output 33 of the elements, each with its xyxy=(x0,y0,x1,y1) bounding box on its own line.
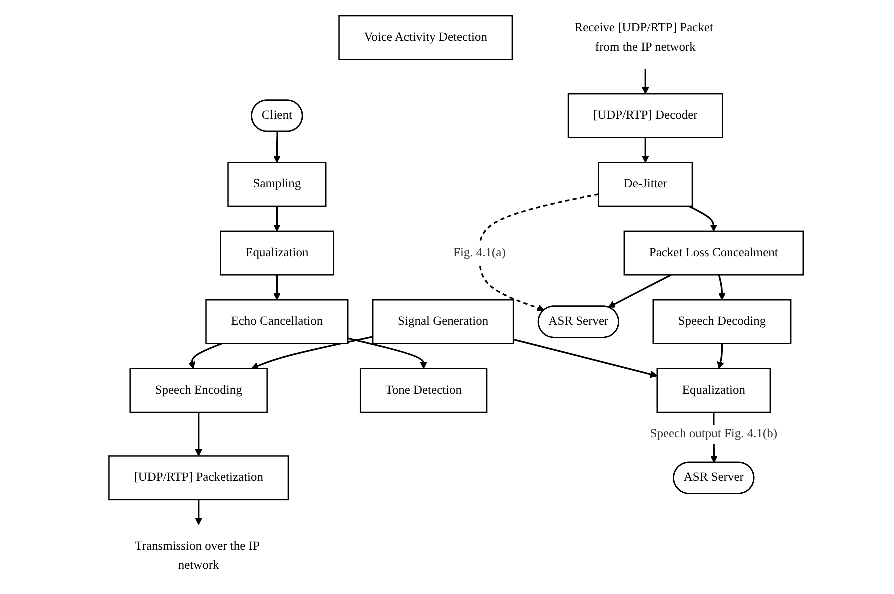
node-text: Receive [UDP/RTP] Packet from the IP network xyxy=(574,22,714,54)
arrow xyxy=(195,500,202,526)
node-box: Speech Encoding xyxy=(130,368,268,414)
arrow xyxy=(642,69,650,94)
arrow xyxy=(718,274,726,300)
arrow xyxy=(274,132,281,164)
edge-label: Speech output Fig. 4.1(b) xyxy=(650,427,778,441)
node-box: [UDP/RTP] Decoder xyxy=(568,93,724,138)
arrow xyxy=(688,206,718,232)
arrow xyxy=(642,138,650,164)
node-box: De-Jitter xyxy=(598,162,694,208)
arrow xyxy=(188,343,222,370)
arrow xyxy=(513,338,658,378)
node-box: Tone Detection xyxy=(360,368,488,414)
arrow xyxy=(717,344,724,370)
arrow xyxy=(608,274,672,308)
arrow xyxy=(274,275,281,300)
arrow xyxy=(274,206,281,232)
node-box: Signal Generation xyxy=(372,300,514,344)
node-box: Equalization xyxy=(220,230,334,276)
node-box: Echo Cancellation xyxy=(206,300,349,344)
node-box: Equalization xyxy=(656,368,772,414)
node-text: Transmission over the IP network xyxy=(135,540,260,572)
node-box: Speech Decoding xyxy=(652,300,792,344)
edge-label: Fig. 4.1(a) xyxy=(454,246,506,260)
node-box: [UDP/RTP] Packetization xyxy=(108,456,290,501)
node-box: Packet Loss Concealment xyxy=(624,230,804,276)
arrow xyxy=(348,338,428,370)
node-box: Voice Activity Detection xyxy=(338,15,514,60)
arrow xyxy=(478,193,599,312)
arrow xyxy=(195,412,202,457)
node-box: Sampling xyxy=(228,162,327,208)
arrow xyxy=(251,336,374,370)
